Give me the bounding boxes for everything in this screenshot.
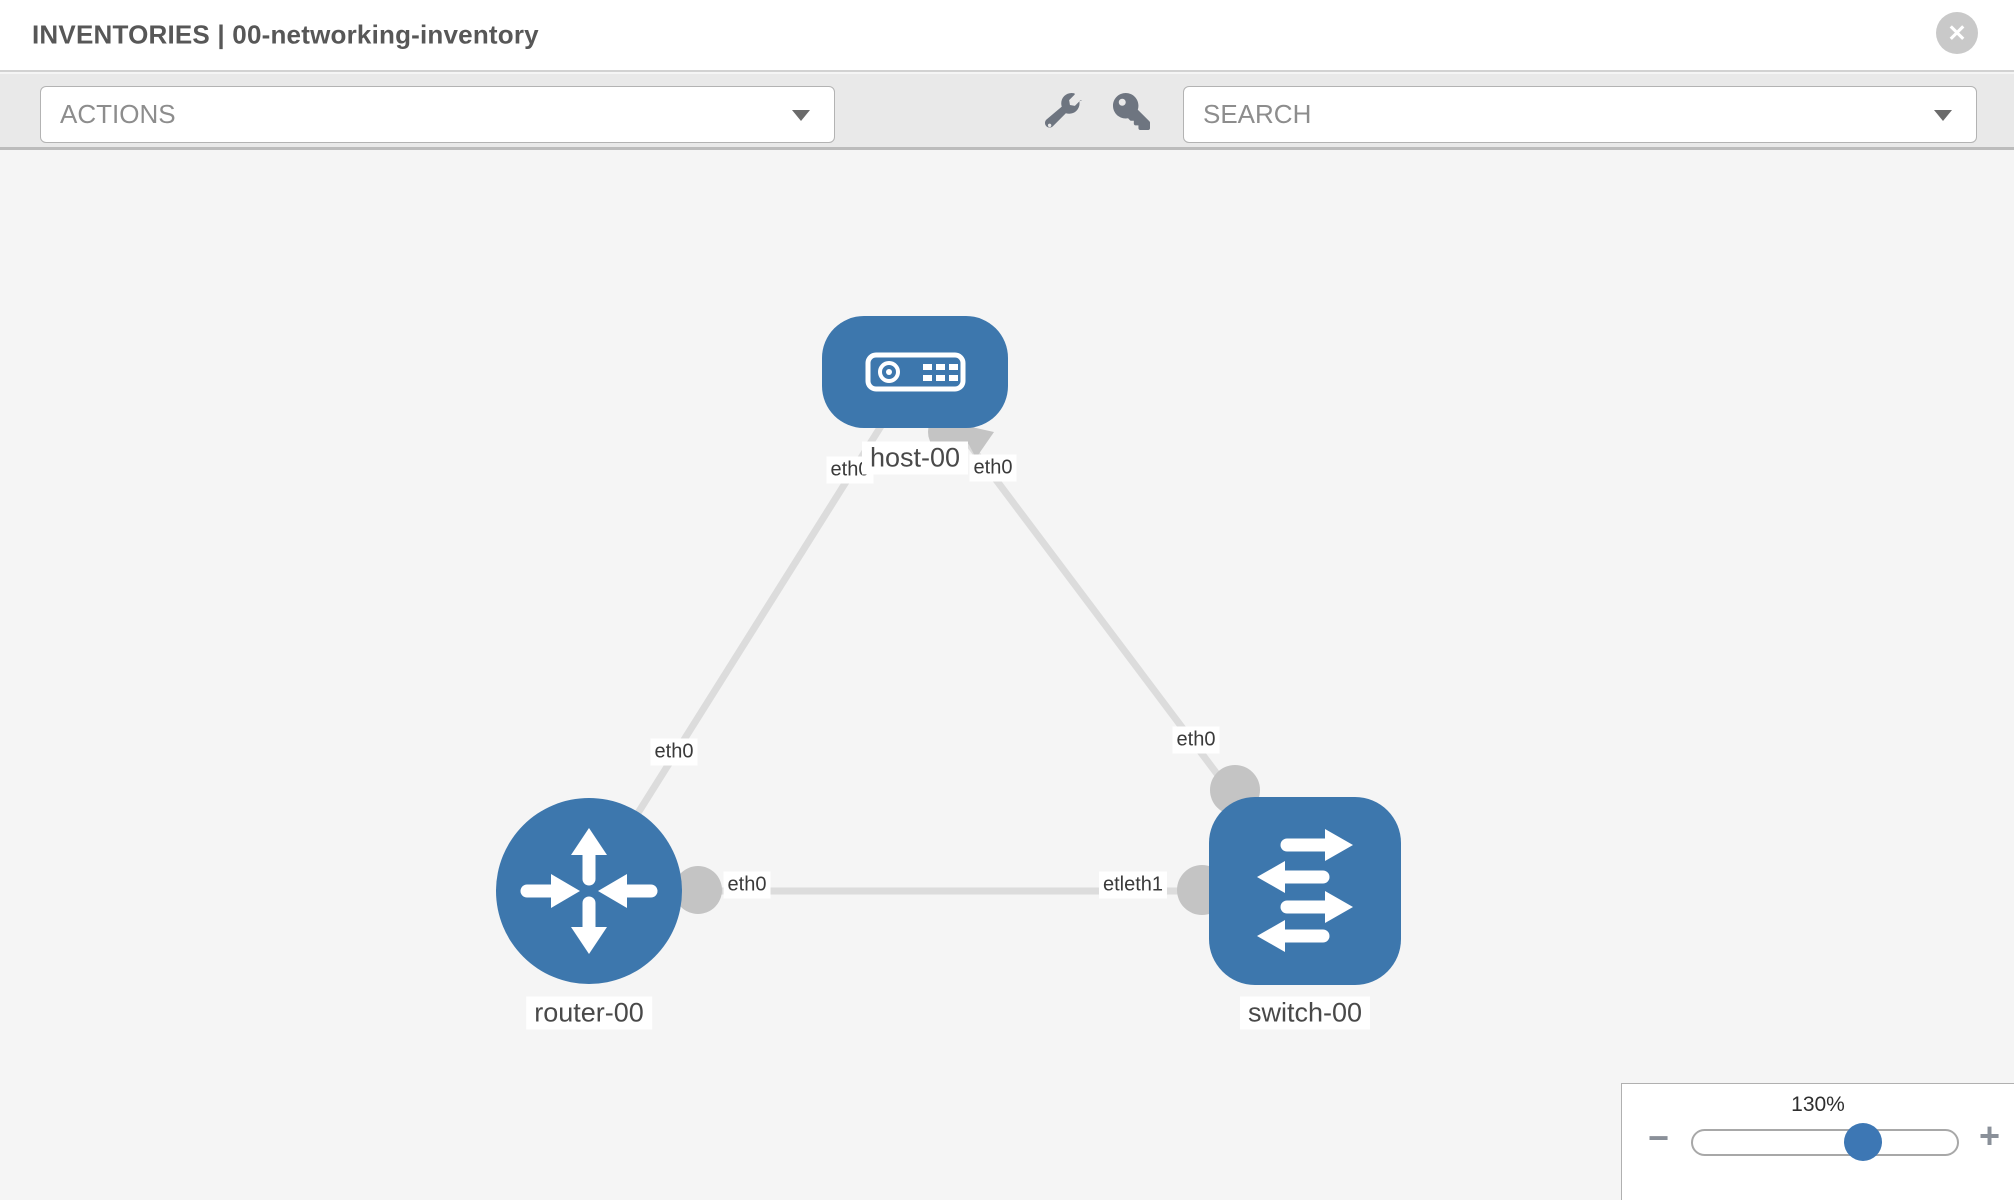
- close-button[interactable]: ✕: [1936, 12, 1978, 54]
- zoom-in-button[interactable]: +: [1978, 1115, 2000, 1156]
- router-icon: [520, 828, 658, 954]
- actions-dropdown[interactable]: ACTIONS: [40, 86, 835, 143]
- key-button[interactable]: [1108, 89, 1154, 135]
- zoom-slider-track[interactable]: [1691, 1123, 1959, 1161]
- host-icon: [865, 352, 966, 392]
- panel-header: INVENTORIES | 00-networking-inventory ✕: [0, 0, 2014, 72]
- close-icon: ✕: [1947, 19, 1967, 46]
- actions-dropdown-label: ACTIONS: [60, 99, 176, 129]
- node-host-00[interactable]: [822, 316, 1008, 428]
- search-dropdown-label: SEARCH: [1203, 99, 1312, 129]
- key-icon: [1112, 93, 1150, 130]
- interface-connector: [674, 866, 722, 914]
- toolbar: ACTIONS SEARCH: [0, 74, 2014, 150]
- switch-icon: [1257, 829, 1353, 952]
- wrench-icon: [1044, 93, 1082, 128]
- zoom-slider-handle[interactable]: [1844, 1123, 1883, 1161]
- page-title: INVENTORIES | 00-networking-inventory: [32, 19, 539, 50]
- search-dropdown[interactable]: SEARCH: [1183, 86, 1977, 143]
- chevron-down-icon: [792, 110, 810, 121]
- wrench-button[interactable]: [1040, 89, 1086, 135]
- chevron-down-icon: [1934, 110, 1952, 121]
- node-router-00[interactable]: [496, 798, 682, 984]
- node-switch-00[interactable]: [1209, 797, 1401, 985]
- zoom-level-text: 130%: [1791, 1093, 1845, 1116]
- zoom-panel: 130% − +: [1621, 1083, 2014, 1200]
- zoom-out-button[interactable]: −: [1648, 1117, 1670, 1158]
